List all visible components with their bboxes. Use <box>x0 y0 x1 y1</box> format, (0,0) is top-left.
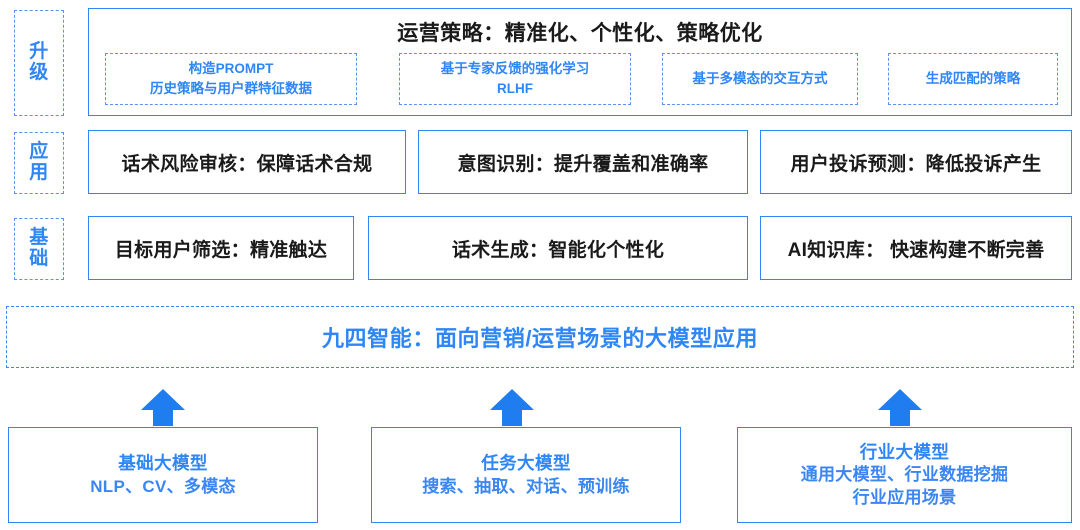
foundation-box-user-targeting-label: 目标用户筛选：精准触达 <box>114 239 328 261</box>
application-box-risk-review: 话术风险审核：保障话术合规 <box>88 130 406 194</box>
upgrade-chip-rlhf-line-2: RLHF <box>497 81 533 96</box>
arrow-up-task-model <box>490 389 534 426</box>
model-box-task-title: 任务大模型 <box>481 452 571 473</box>
upgrade-chip-strategy-line-1: 生成匹配的策略 <box>925 71 1021 87</box>
application-box-risk-review-label: 话术风险审核：保障话术合规 <box>121 153 373 175</box>
upgrade-chip-prompt-line-1: 构造PROMPT <box>188 61 274 77</box>
model-box-foundation: 基础大模型 NLP、CV、多模态 <box>8 427 318 523</box>
model-box-industry-line-1: 通用大模型、行业数据挖掘 <box>800 465 1009 485</box>
model-box-task: 任务大模型 搜索、抽取、对话、预训练 <box>371 427 681 523</box>
arrow-up-foundation-model <box>141 389 185 426</box>
upgrade-panel: 运营策略：精准化、个性化、策略优化 构造PROMPT 历史策略与用户群特征数据 … <box>88 8 1072 116</box>
upgrade-chip-rlhf: 基于专家反馈的强化学习 RLHF <box>399 53 631 105</box>
foundation-box-script-generation: 话术生成：智能化个性化 <box>368 216 748 280</box>
stage-label-application-char-1: 应 <box>29 141 49 163</box>
stage-label-foundation-char-1: 基 <box>29 227 49 249</box>
stage-label-application: 应 用 <box>14 132 64 194</box>
model-box-industry: 行业大模型 通用大模型、行业数据挖掘 行业应用场景 <box>737 427 1072 523</box>
platform-banner: 九四智能：面向营销/运营场景的大模型应用 <box>6 306 1074 368</box>
model-box-foundation-title: 基础大模型 <box>118 452 208 473</box>
foundation-box-script-generation-label: 话术生成：智能化个性化 <box>451 239 665 261</box>
upgrade-chip-multimodal: 基于多模态的交互方式 <box>662 53 858 105</box>
stage-label-upgrade: 升 级 <box>14 10 64 116</box>
stage-label-upgrade-char-1: 升 <box>29 41 49 63</box>
foundation-box-ai-knowledge-base-label: AI知识库： 快速构建不断完善 <box>787 239 1045 261</box>
stage-label-application-char-2: 用 <box>29 162 49 183</box>
application-box-complaint-prediction: 用户投诉预测：降低投诉产生 <box>760 130 1072 194</box>
upgrade-panel-title: 运营策略：精准化、个性化、策略优化 <box>397 22 763 45</box>
upgrade-chip-multimodal-line-1: 基于多模态的交互方式 <box>692 71 828 87</box>
platform-banner-label: 九四智能：面向营销/运营场景的大模型应用 <box>321 326 759 351</box>
application-box-intent-recognition: 意图识别：提升覆盖和准确率 <box>418 130 748 194</box>
foundation-box-user-targeting: 目标用户筛选：精准触达 <box>88 216 354 280</box>
model-box-task-line-1: 搜索、抽取、对话、预训练 <box>422 476 630 496</box>
model-box-foundation-line-1: NLP、CV、多模态 <box>90 476 236 496</box>
upgrade-chip-strategy: 生成匹配的策略 <box>888 53 1058 105</box>
upgrade-chip-prompt-line-2: 历史策略与用户群特征数据 <box>150 81 312 96</box>
upgrade-chip-rlhf-line-1: 基于专家反馈的强化学习 <box>440 61 590 77</box>
application-box-complaint-prediction-label: 用户投诉预测：降低投诉产生 <box>790 153 1042 175</box>
model-box-industry-title: 行业大模型 <box>859 441 950 462</box>
stage-label-foundation-char-2: 础 <box>29 248 49 269</box>
stage-label-upgrade-char-2: 级 <box>29 62 49 83</box>
upgrade-chip-prompt: 构造PROMPT 历史策略与用户群特征数据 <box>105 53 357 105</box>
stage-label-foundation: 基 础 <box>14 218 64 280</box>
model-box-industry-line-2: 行业应用场景 <box>852 487 957 507</box>
application-box-intent-recognition-label: 意图识别：提升覆盖和准确率 <box>457 153 709 175</box>
arrow-up-industry-model <box>878 389 922 426</box>
foundation-box-ai-knowledge-base: AI知识库： 快速构建不断完善 <box>760 216 1072 280</box>
